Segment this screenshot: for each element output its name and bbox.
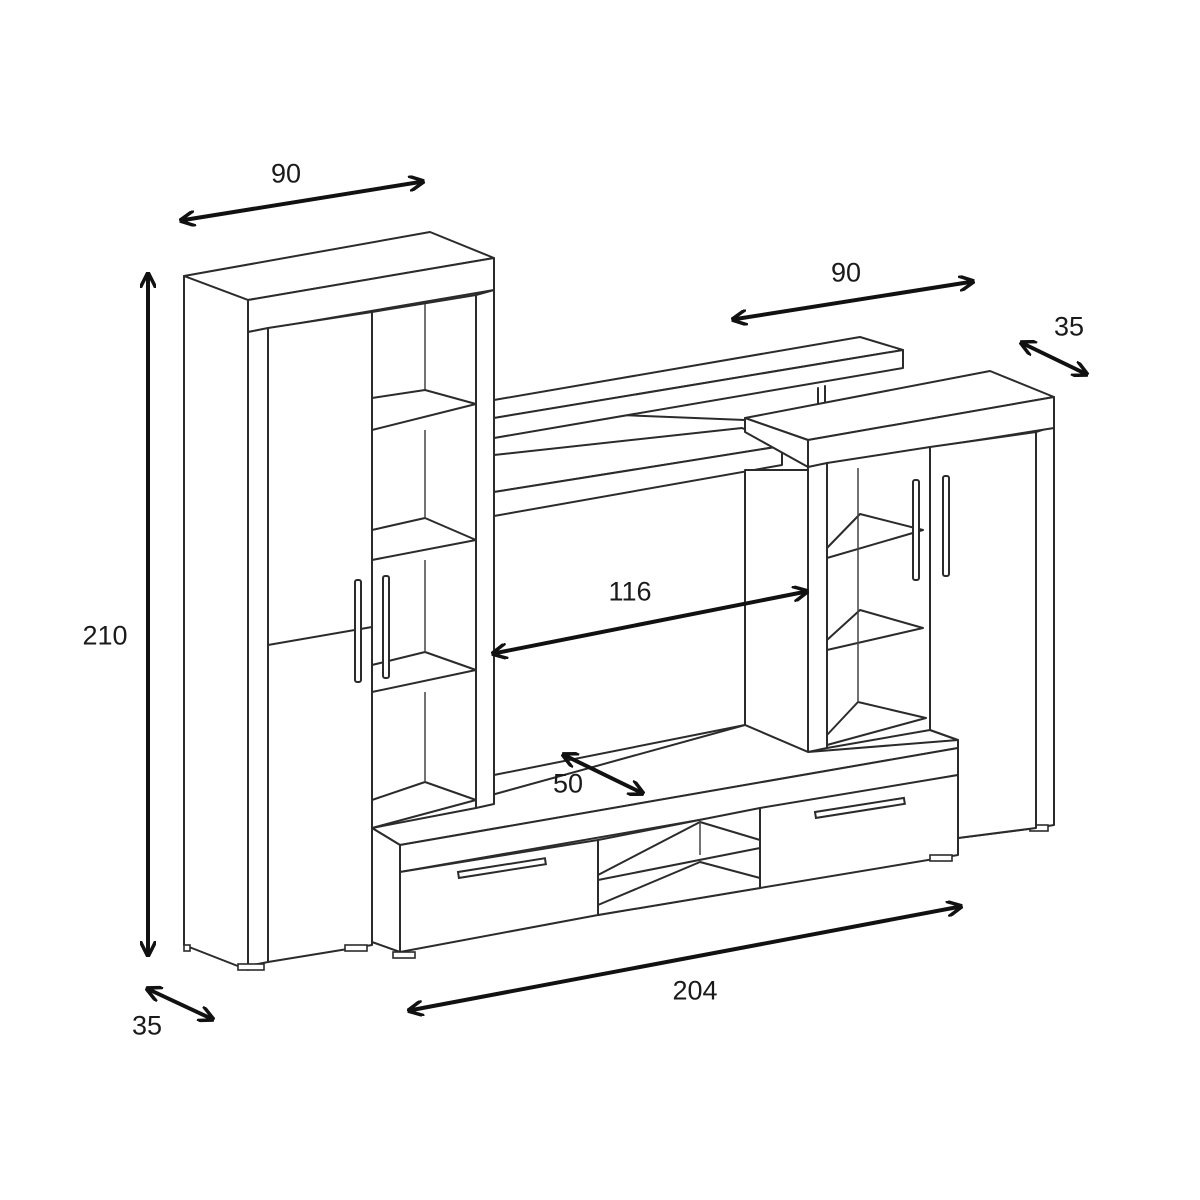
arrow-base-depth xyxy=(566,756,640,792)
arrow-right-width xyxy=(736,282,970,319)
arrow-left-depth xyxy=(150,990,210,1018)
label-opening-width: 116 xyxy=(608,576,652,607)
label-total-width: 204 xyxy=(672,975,718,1006)
dimension-arrows xyxy=(148,182,1084,1018)
label-left-width: 90 xyxy=(270,158,302,189)
left-cabinet xyxy=(183,231,495,971)
arrow-left-width xyxy=(184,182,420,220)
label-height: 210 xyxy=(82,620,128,651)
arrow-opening-width xyxy=(496,592,804,653)
label-left-depth: 35 xyxy=(131,1010,163,1041)
label-base-depth: 50 xyxy=(552,768,584,799)
label-right-depth: 35 xyxy=(1053,311,1085,342)
label-right-width: 90 xyxy=(830,257,862,288)
arrow-right-depth xyxy=(1024,344,1084,373)
arrow-total-width xyxy=(412,907,958,1010)
